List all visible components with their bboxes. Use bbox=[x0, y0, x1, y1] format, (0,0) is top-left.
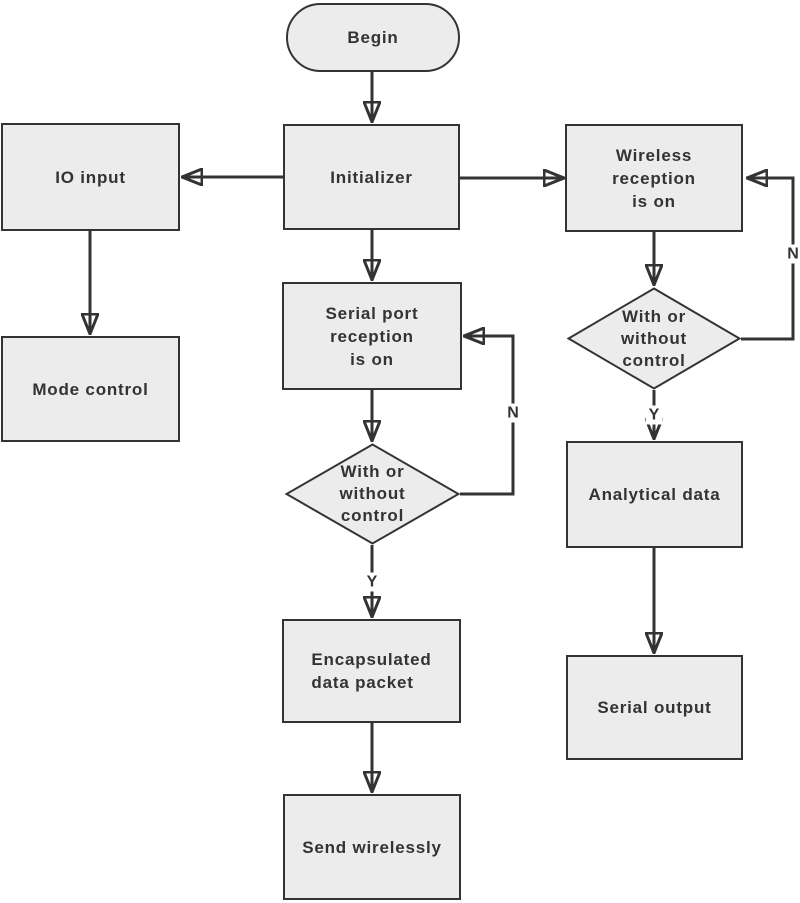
edge-label-wireless-n: N bbox=[784, 244, 800, 264]
diamond-shape bbox=[285, 443, 460, 545]
node-initializer-label: Initializer bbox=[330, 167, 413, 187]
node-begin-label: Begin bbox=[347, 28, 399, 47]
edge-label-serial-y: Y bbox=[363, 572, 381, 592]
node-serial-decision-label: With or without control bbox=[339, 462, 406, 525]
node-wireless-decision: With or without control bbox=[567, 287, 741, 390]
node-serial-output: Serial output bbox=[566, 655, 743, 760]
node-analytical-data: Analytical data bbox=[566, 441, 743, 548]
node-serial-port-reception-label: Serial port reception is on bbox=[325, 303, 419, 369]
node-io-input: IO input bbox=[1, 123, 180, 231]
node-encapsulated-data-packet-label: Encapsulated data packet bbox=[311, 650, 432, 692]
node-serial-port-reception: Serial port reception is on bbox=[282, 282, 462, 390]
node-encapsulated-data-packet: Encapsulated data packet bbox=[282, 619, 461, 723]
node-serial-decision: With or without control bbox=[285, 443, 460, 545]
node-send-wirelessly: Send wirelessly bbox=[283, 794, 461, 900]
node-io-input-label: IO input bbox=[55, 167, 126, 187]
node-analytical-data-label: Analytical data bbox=[588, 485, 721, 504]
node-begin: Begin bbox=[286, 3, 460, 72]
edge-label-wireless-y: Y bbox=[645, 405, 663, 425]
node-wireless-reception-label: Wireless reception is on bbox=[612, 145, 696, 211]
edge-label-serial-n: N bbox=[504, 403, 522, 423]
node-wireless-decision-label: With or without control bbox=[620, 306, 688, 370]
node-wireless-reception: Wireless reception is on bbox=[565, 124, 743, 232]
node-mode-control-label: Mode control bbox=[32, 379, 149, 399]
diamond-shape bbox=[567, 287, 741, 390]
node-initializer: Initializer bbox=[283, 124, 460, 230]
node-serial-output-label: Serial output bbox=[597, 698, 712, 717]
node-mode-control: Mode control bbox=[1, 336, 180, 442]
node-send-wirelessly-label: Send wirelessly bbox=[302, 837, 442, 857]
